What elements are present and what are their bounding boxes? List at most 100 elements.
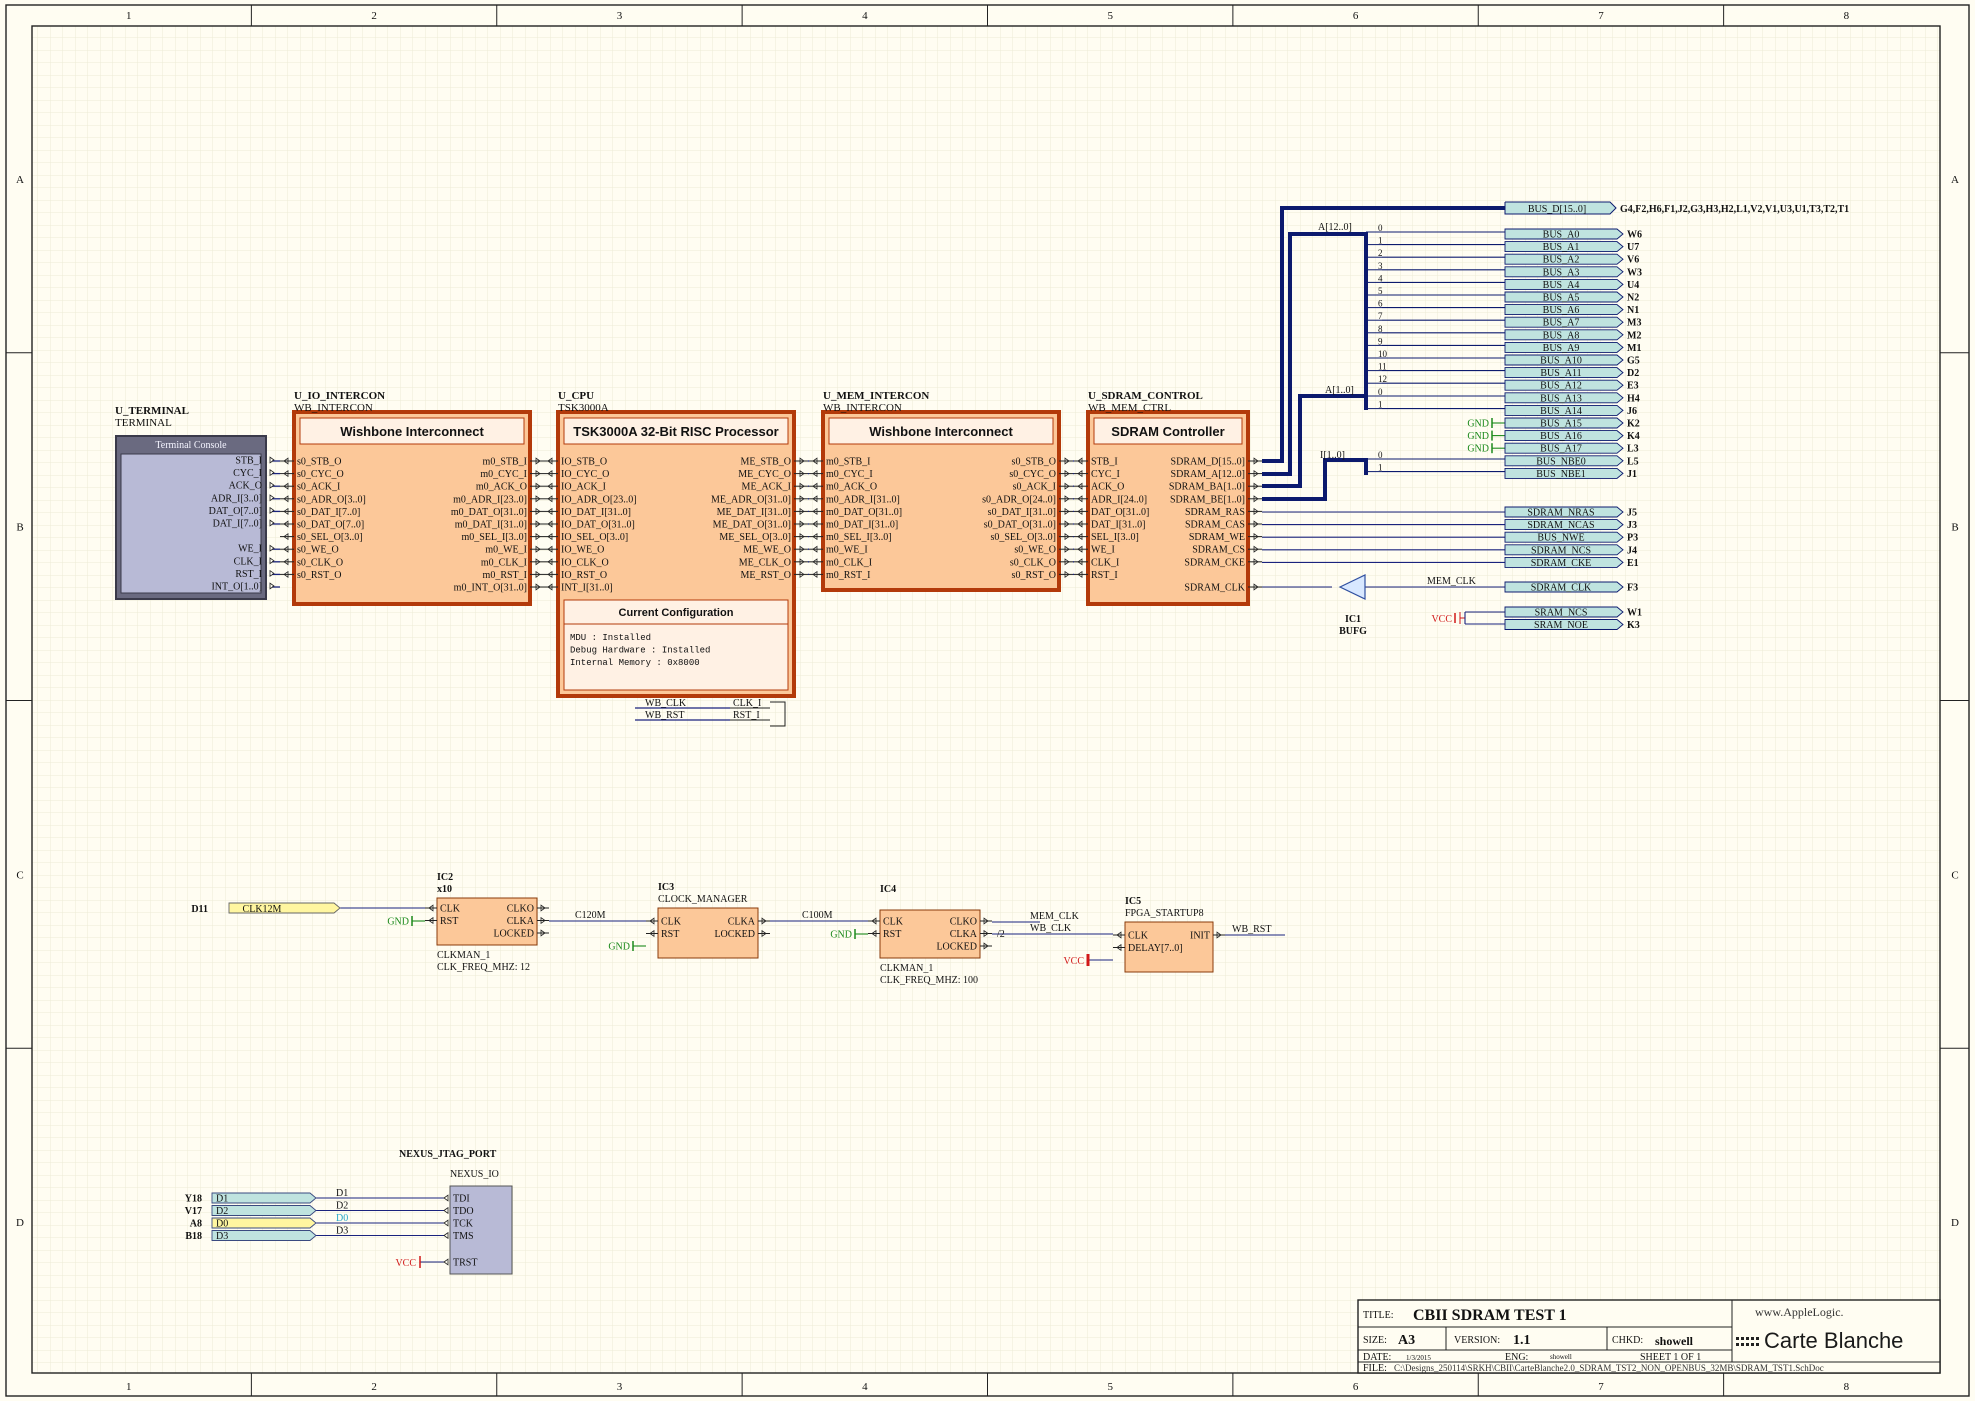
- bufg-buffer: [1338, 574, 1366, 600]
- mem_intercon-right-pin: s0_ADR_O[24..0]: [982, 494, 1056, 505]
- version-label: VERSION:: [1454, 1335, 1500, 1346]
- ic2-ref: IC2: [437, 872, 453, 883]
- tap-label: 2: [1378, 248, 1383, 258]
- mem_intercon-left-pin: m0_DAT_I[31..0]: [826, 520, 898, 531]
- mem_intercon-type: WB_INTERCON: [823, 402, 902, 414]
- address-port: [1504, 329, 1624, 341]
- column-marker: 7: [1598, 1381, 1604, 1393]
- tap-label: 11: [1378, 362, 1387, 372]
- pin-arrow: [269, 582, 275, 590]
- io_intercon-right-pin: m0_INT_O[31..0]: [454, 583, 527, 594]
- column-marker: 1: [126, 1381, 132, 1393]
- address-port: [1504, 417, 1624, 429]
- sram-port: [1504, 619, 1624, 630]
- gnd-symbol: GND: [608, 942, 630, 953]
- tap-label: 7: [1378, 311, 1383, 321]
- cpu-left-pin: IO_WE_O: [561, 545, 604, 556]
- pin-arrow: [443, 1194, 449, 1202]
- control-port-pin: J3: [1627, 520, 1637, 531]
- address-port-pin: G5: [1627, 356, 1640, 367]
- cpu-clk-bracket: [770, 701, 786, 727]
- address-port: [1504, 241, 1624, 253]
- clk12m-label: CLK12M: [243, 904, 282, 915]
- io_intercon-ref: U_IO_INTERCON: [294, 390, 385, 402]
- sdram-left-pin: WE_I: [1091, 545, 1115, 556]
- mem_intercon-right-pin: s0_RST_O: [1012, 570, 1056, 581]
- io_intercon-right-pin: m0_RST_I: [483, 570, 527, 581]
- clock-port-label: SDRAM_CLK: [1531, 583, 1592, 594]
- mem_intercon-right-pin: s0_CLK_O: [1010, 557, 1056, 568]
- column-marker: 1: [126, 10, 132, 22]
- io_intercon-left-pin: s0_ACK_I: [297, 482, 340, 493]
- cpu-right-pin: ME_DAT_O[31..0]: [713, 520, 791, 531]
- terminal-pin: ACK_O: [229, 481, 262, 492]
- jtag-port: [211, 1217, 317, 1229]
- cpu-title-bar: [563, 417, 789, 445]
- address-port-pin: M1: [1627, 343, 1641, 354]
- io_intercon-right-pin: m0_SEL_I[3..0]: [461, 532, 527, 543]
- ic4-divider: /2: [997, 929, 1005, 940]
- mem_intercon-left-pin: m0_STB_I: [826, 457, 870, 468]
- sdram-left-pin: SEL_I[3..0]: [1091, 532, 1139, 543]
- sdram-type: WB_MEM_CTRL: [1088, 402, 1171, 414]
- address-port-pin: V6: [1627, 255, 1639, 266]
- ic4-left-pin: CLK: [883, 917, 904, 928]
- address-port-label: BUS_A8: [1543, 330, 1580, 341]
- pin-arrow: [269, 569, 275, 577]
- address-port-pin: L5: [1627, 456, 1639, 467]
- eng-label: ENG:: [1505, 1352, 1528, 1363]
- tap-label: 0: [1378, 450, 1383, 460]
- clk12m-port: [228, 902, 341, 914]
- address-port-label: BUS_A1: [1543, 242, 1580, 253]
- address-port-pin: K2: [1627, 419, 1640, 430]
- cpu-left-pin: IO_DAT_O[31..0]: [561, 520, 635, 531]
- sdram-right-pin: SDRAM_CKE: [1184, 557, 1245, 568]
- address-port-label: BUS_A7: [1543, 318, 1580, 329]
- io_intercon-left-pin: s0_STB_O: [297, 457, 341, 468]
- ic5-type: FPGA_STARTUP8: [1125, 908, 1204, 919]
- address-port: [1504, 467, 1624, 479]
- sdram-left-pin: CLK_I: [1091, 557, 1119, 568]
- ic3-right-pin: CLKA: [728, 917, 756, 928]
- column-marker: 3: [617, 10, 623, 22]
- c120m-label: C120M: [575, 910, 606, 921]
- row-marker: A: [1951, 174, 1959, 186]
- mem-clk-label: MEM_CLK: [1427, 576, 1477, 587]
- address-port-pin: H4: [1627, 393, 1640, 404]
- address-port-label: BUS_A15: [1540, 419, 1582, 430]
- address-port-label: BUS_A12: [1540, 381, 1582, 392]
- sheet-number: SHEET 1 OF 1: [1640, 1352, 1701, 1363]
- jtag-net-label: D2: [336, 1201, 348, 1212]
- tap-label: 1: [1378, 236, 1383, 246]
- address-bus: [1262, 232, 1368, 476]
- address-port: [1504, 430, 1624, 442]
- address-port-label: BUS_A10: [1540, 356, 1582, 367]
- cpu-config-line: Debug Hardware : Installed: [570, 646, 710, 656]
- io_intercon-right-pin: m0_STB_I: [483, 457, 527, 468]
- sdram-title: SDRAM Controller: [1111, 424, 1224, 439]
- cpu-right-pin: ME_ACK_I: [742, 482, 791, 493]
- column-marker: 8: [1844, 10, 1850, 22]
- cpu-left-pin: INT_I[31..0]: [561, 583, 613, 594]
- cpu-right-pin: ME_DAT_I[31..0]: [717, 507, 791, 518]
- cpu-left-pin: IO_ACK_I: [561, 482, 606, 493]
- tap-label: 10: [1378, 349, 1388, 359]
- mem_intercon-right-pin: s0_WE_O: [1014, 545, 1056, 556]
- mem_intercon-left-pin: m0_CYC_I: [826, 469, 873, 480]
- cpu-right-pin: ME_ADR_O[31..0]: [711, 494, 791, 505]
- logo-dot: [1746, 1337, 1749, 1340]
- sdram-right-pin: SDRAM_RAS: [1185, 507, 1245, 518]
- control-port: [1504, 544, 1624, 556]
- terminal-pin: DAT_I[7..0]: [213, 519, 262, 530]
- io_intercon-right-pin: m0_ACK_O: [476, 482, 527, 493]
- address-port-pin: E3: [1627, 381, 1639, 392]
- title-label: TITLE:: [1363, 1310, 1394, 1321]
- mem_intercon-right-pin: s0_SEL_O[3..0]: [990, 532, 1056, 543]
- cpu-right-pin: ME_RST_O: [740, 570, 791, 581]
- address-port-label: BUS_A3: [1543, 267, 1580, 278]
- address-port-pin: N2: [1627, 293, 1639, 304]
- address-port-pin: U7: [1627, 242, 1639, 253]
- sdram-right-pin: SDRAM_BA[1..0]: [1169, 482, 1245, 493]
